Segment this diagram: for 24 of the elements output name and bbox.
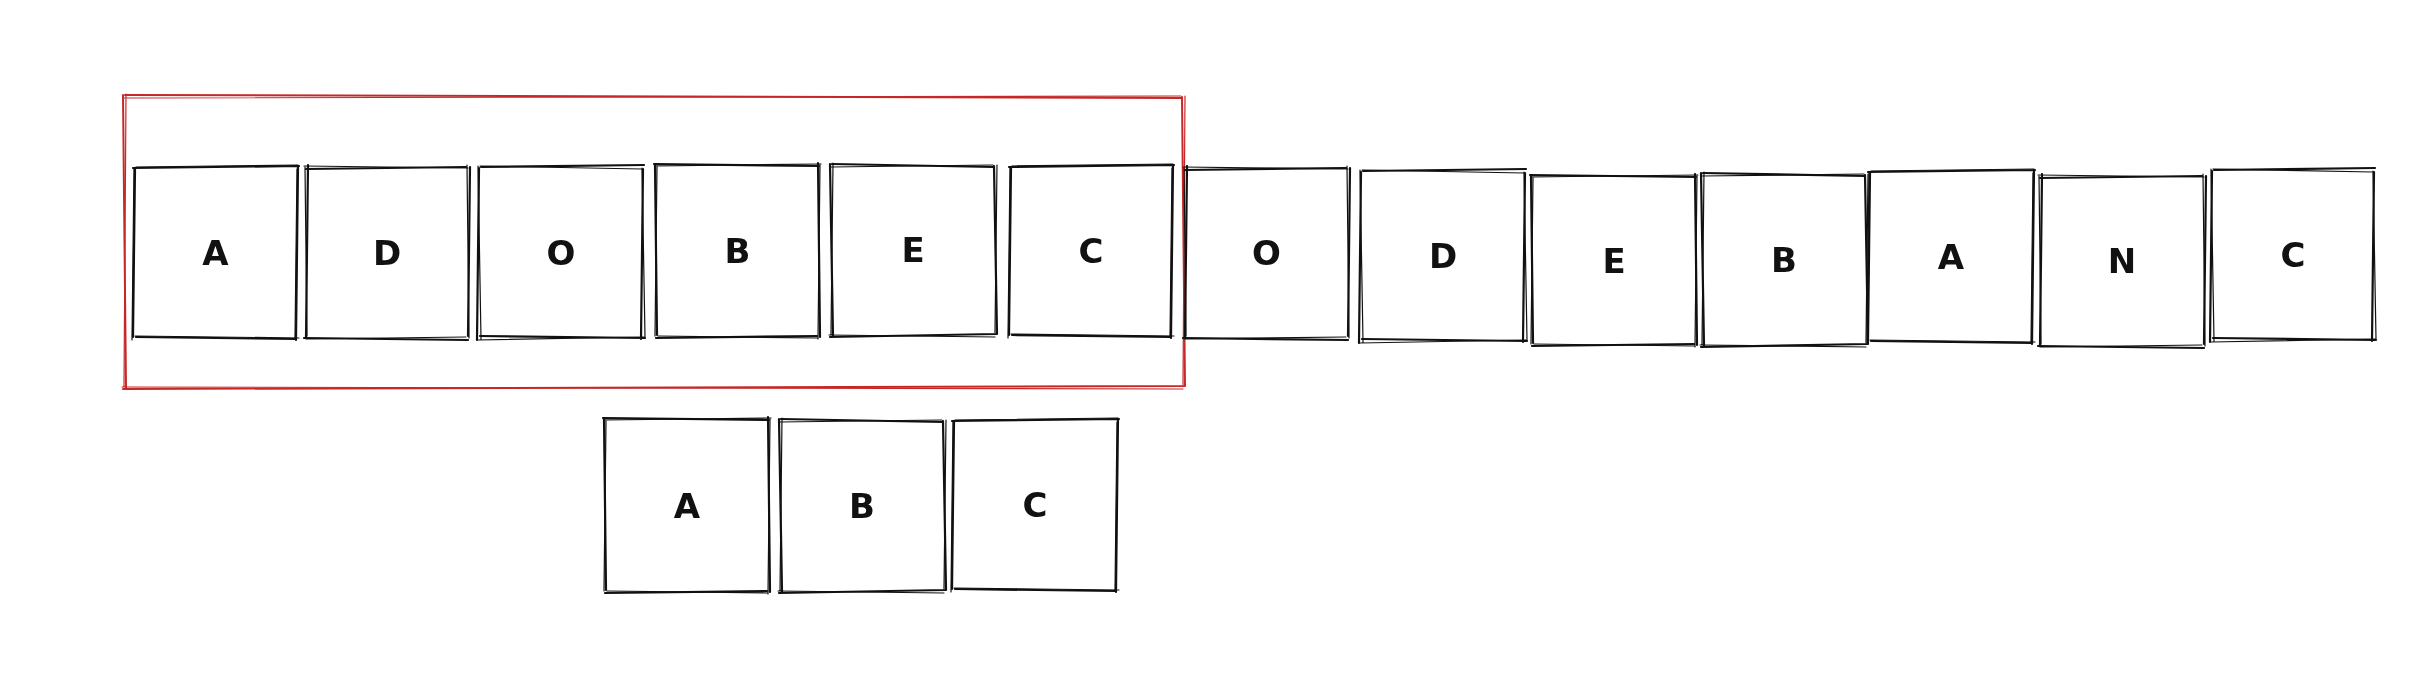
letter: C [1078,234,1104,268]
letter: B [849,488,875,523]
letter-square [1869,171,2033,342]
letter-square [656,165,819,337]
letter: B [1771,242,1797,277]
letter: A [673,488,701,523]
letter: A [1937,239,1965,274]
letter: C [1022,488,1048,522]
letter: O [1252,236,1281,270]
letter: E [901,233,925,267]
letter: C [2280,238,2306,272]
letter: B [724,234,751,268]
letter-square [1532,176,1696,345]
letter-square [953,420,1117,590]
letter-square [1010,166,1172,336]
highlight-frame [124,96,1183,387]
letter: E [1602,243,1626,278]
letter-square [605,419,769,592]
letter-square [134,167,297,338]
letter: A [202,235,229,270]
letter: D [372,235,402,270]
letter: O [546,235,576,270]
letter: D [1428,239,1458,273]
letter: N [2107,244,2137,278]
